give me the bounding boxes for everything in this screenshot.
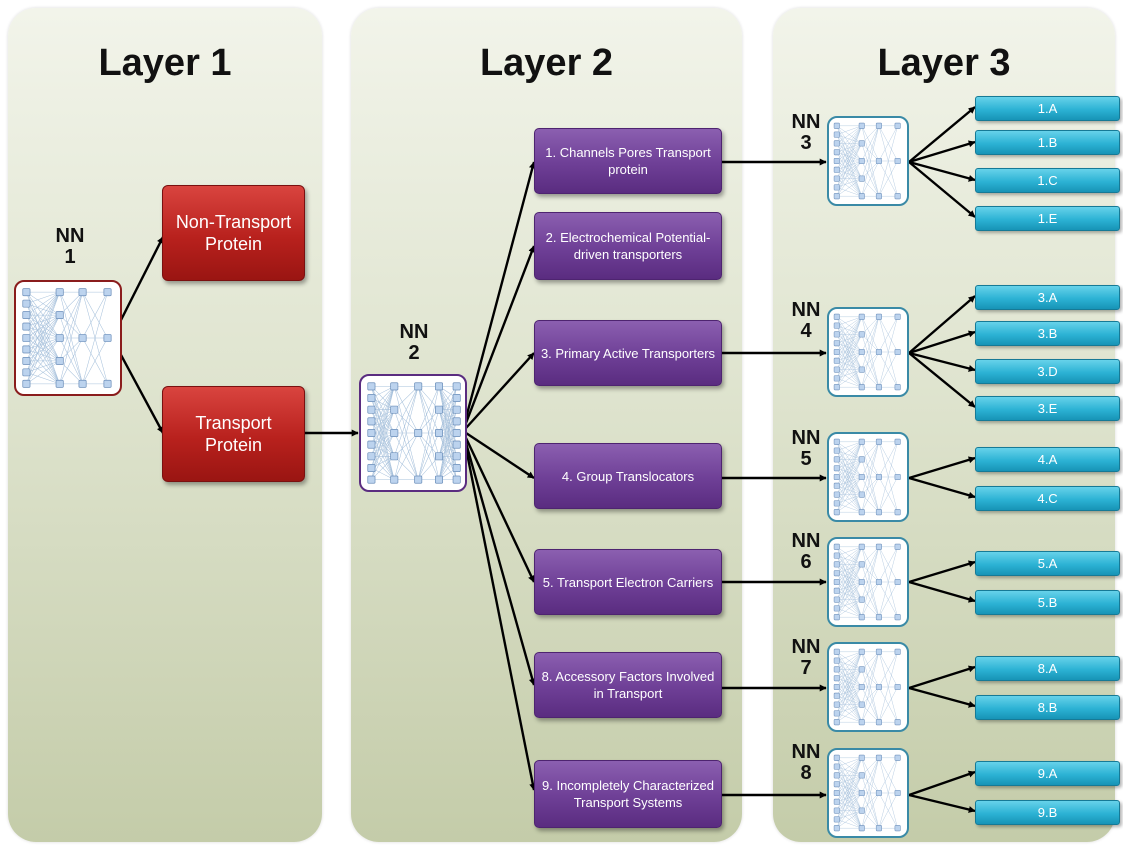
class-4-box: 4. Group Translocators (534, 443, 722, 509)
non-transport-protein-box: Non-Transport Protein (162, 185, 305, 281)
subclass-box: 3.A (975, 285, 1120, 310)
arrow-nn2-class9 (464, 447, 537, 791)
subclass-box: 8.B (975, 695, 1120, 720)
class-9-box: 9. Incompletely Characterized Transport … (534, 760, 722, 828)
subclass-box: 4.C (975, 486, 1120, 511)
class-8-box: 8. Accessory Factors Involved in Transpo… (534, 652, 722, 718)
subclass-box: 9.A (975, 761, 1120, 786)
class-2-box: 2. Electrochemical Potential-driven tran… (534, 212, 722, 280)
subclass-box: 1.C (975, 168, 1120, 193)
subclass-box: 3.B (975, 321, 1120, 346)
neural-network-4-icon (827, 307, 909, 397)
subclass-box: 3.E (975, 396, 1120, 421)
layer-2-title: Layer 2 (479, 42, 614, 84)
arrow-nn2-class2 (464, 245, 536, 424)
subclass-box: 1.A (975, 96, 1120, 121)
arrow-nn1-nontransport (119, 236, 165, 321)
subclass-box: 5.B (975, 590, 1120, 615)
class-3-box: 3. Primary Active Transporters (534, 320, 722, 386)
subclass-box: 3.D (975, 359, 1120, 384)
subclass-box: 4.A (975, 447, 1120, 472)
transport-protein-box: Transport Protein (162, 386, 305, 482)
neural-network-2-icon (359, 374, 467, 492)
arrow-nn1-transport (119, 354, 165, 434)
arrow-nn2-class3 (465, 352, 535, 429)
neural-network-8-icon (827, 748, 909, 838)
subclass-box: 1.B (975, 130, 1120, 155)
layer-3-title: Layer 3 (877, 42, 1011, 84)
neural-network-1-icon (14, 280, 122, 396)
neural-network-3-icon (827, 116, 909, 206)
subclass-box: 8.A (975, 656, 1120, 681)
arrow-nn2-class5 (464, 437, 536, 583)
subclass-box: 9.B (975, 800, 1120, 825)
subclass-box: 5.A (975, 551, 1120, 576)
arrow-nn2-class4 (465, 431, 535, 480)
neural-network-5-icon (827, 432, 909, 522)
arrow-nn2-class8 (464, 442, 536, 686)
neural-network-7-icon (827, 642, 909, 732)
layer-1-title: Layer 1 (98, 42, 232, 84)
class-5-box: 5. Transport Electron Carriers (534, 549, 722, 615)
class-1-box: 1. Channels Pores Transport protein (534, 128, 722, 194)
subclass-box: 1.E (975, 206, 1120, 231)
arrow-nn2-class1 (464, 161, 536, 419)
neural-network-6-icon (827, 537, 909, 627)
